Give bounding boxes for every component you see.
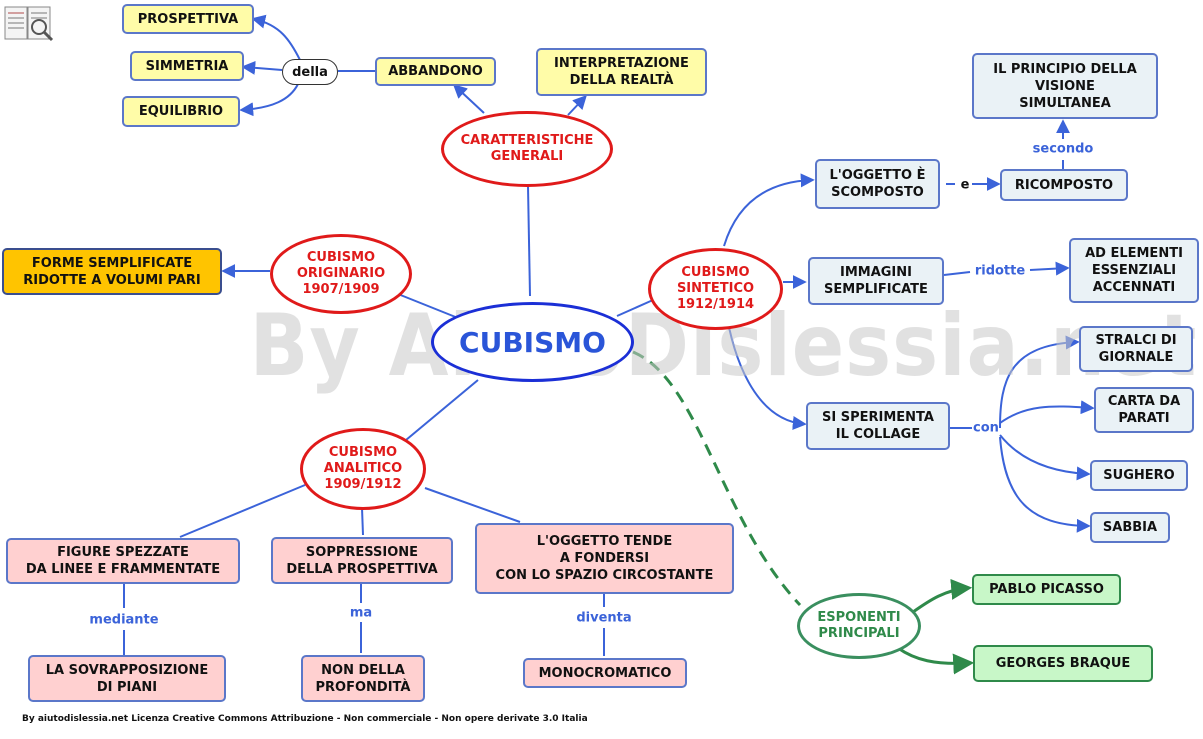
immagini-semplificate-node: IMMAGINI SEMPLIFICATE (808, 257, 944, 305)
carta-parati-node: CARTA DA PARATI (1094, 387, 1194, 433)
interpretazione-node: INTERPRETAZIONE DELLA REALTÀ (536, 48, 707, 96)
cubismo-analitico-node: CUBISMO ANALITICO 1909/1912 (300, 428, 426, 510)
abbandono-node: ABBANDONO (375, 57, 496, 86)
mediante-link-label: mediante (89, 612, 159, 628)
della-link-label: della (282, 59, 338, 85)
oggetto-scomposto-node: L'OGGETTO È SCOMPOSTO (815, 159, 940, 209)
sovrapposizione-piani-node: LA SOVRAPPOSIZIONE DI PIANI (28, 655, 226, 702)
oggetto-tende-node: L'OGGETTO TENDE A FONDERSI CON LO SPAZIO… (475, 523, 734, 594)
prospettiva-node: PROSPETTIVA (122, 4, 254, 34)
collage-node: SI SPERIMENTA IL COLLAGE (806, 402, 950, 450)
sughero-node: SUGHERO (1090, 460, 1188, 491)
monocromatico-node: MONOCROMATICO (523, 658, 687, 688)
license-footer: By aiutodislessia.net Licenza Creative C… (22, 714, 588, 724)
ricomposto-node: RICOMPOSTO (1000, 169, 1128, 201)
sabbia-node: SABBIA (1090, 512, 1170, 543)
caratteristiche-generali-node: CARATTERISTICHE GENERALI (441, 111, 613, 187)
cubismo-sintetico-node: CUBISMO SINTETICO 1912/1914 (648, 248, 783, 330)
equilibrio-node: EQUILIBRIO (122, 96, 240, 127)
soppressione-prospettiva-node: SOPPRESSIONE DELLA PROSPETTIVA (271, 537, 453, 584)
ma-link-label: ma (349, 605, 373, 621)
diventa-link-label: diventa (576, 610, 632, 626)
esponenti-principali-node: ESPONENTI PRINCIPALI (797, 593, 921, 659)
forme-semplificate-node: FORME SEMPLIFICATE RIDOTTE A VOLUMI PARI (2, 248, 222, 295)
non-profondita-node: NON DELLA PROFONDITÀ (301, 655, 425, 702)
cubismo-originario-node: CUBISMO ORIGINARIO 1907/1909 (270, 234, 412, 314)
ridotte-link-label: ridotte (974, 263, 1026, 279)
stralci-giornale-node: STRALCI DI GIORNALE (1079, 326, 1193, 372)
pablo-picasso-node: PABLO PICASSO (972, 574, 1121, 605)
principio-visione-node: IL PRINCIPIO DELLA VISIONE SIMULTANEA (972, 53, 1158, 119)
cubismo-main-node: CUBISMO (431, 302, 634, 382)
e-link-label: e (960, 177, 970, 193)
figure-spezzate-node: FIGURE SPEZZATE DA LINEE E FRAMMENTATE (6, 538, 240, 584)
book-logo-icon (4, 6, 54, 42)
elementi-essenziali-node: AD ELEMENTI ESSENZIALI ACCENNATI (1069, 238, 1199, 303)
con-link-label: con (973, 420, 999, 436)
secondo-link-label: secondo (1032, 141, 1094, 157)
georges-braque-node: GEORGES BRAQUE (973, 645, 1153, 682)
simmetria-node: SIMMETRIA (130, 51, 244, 81)
